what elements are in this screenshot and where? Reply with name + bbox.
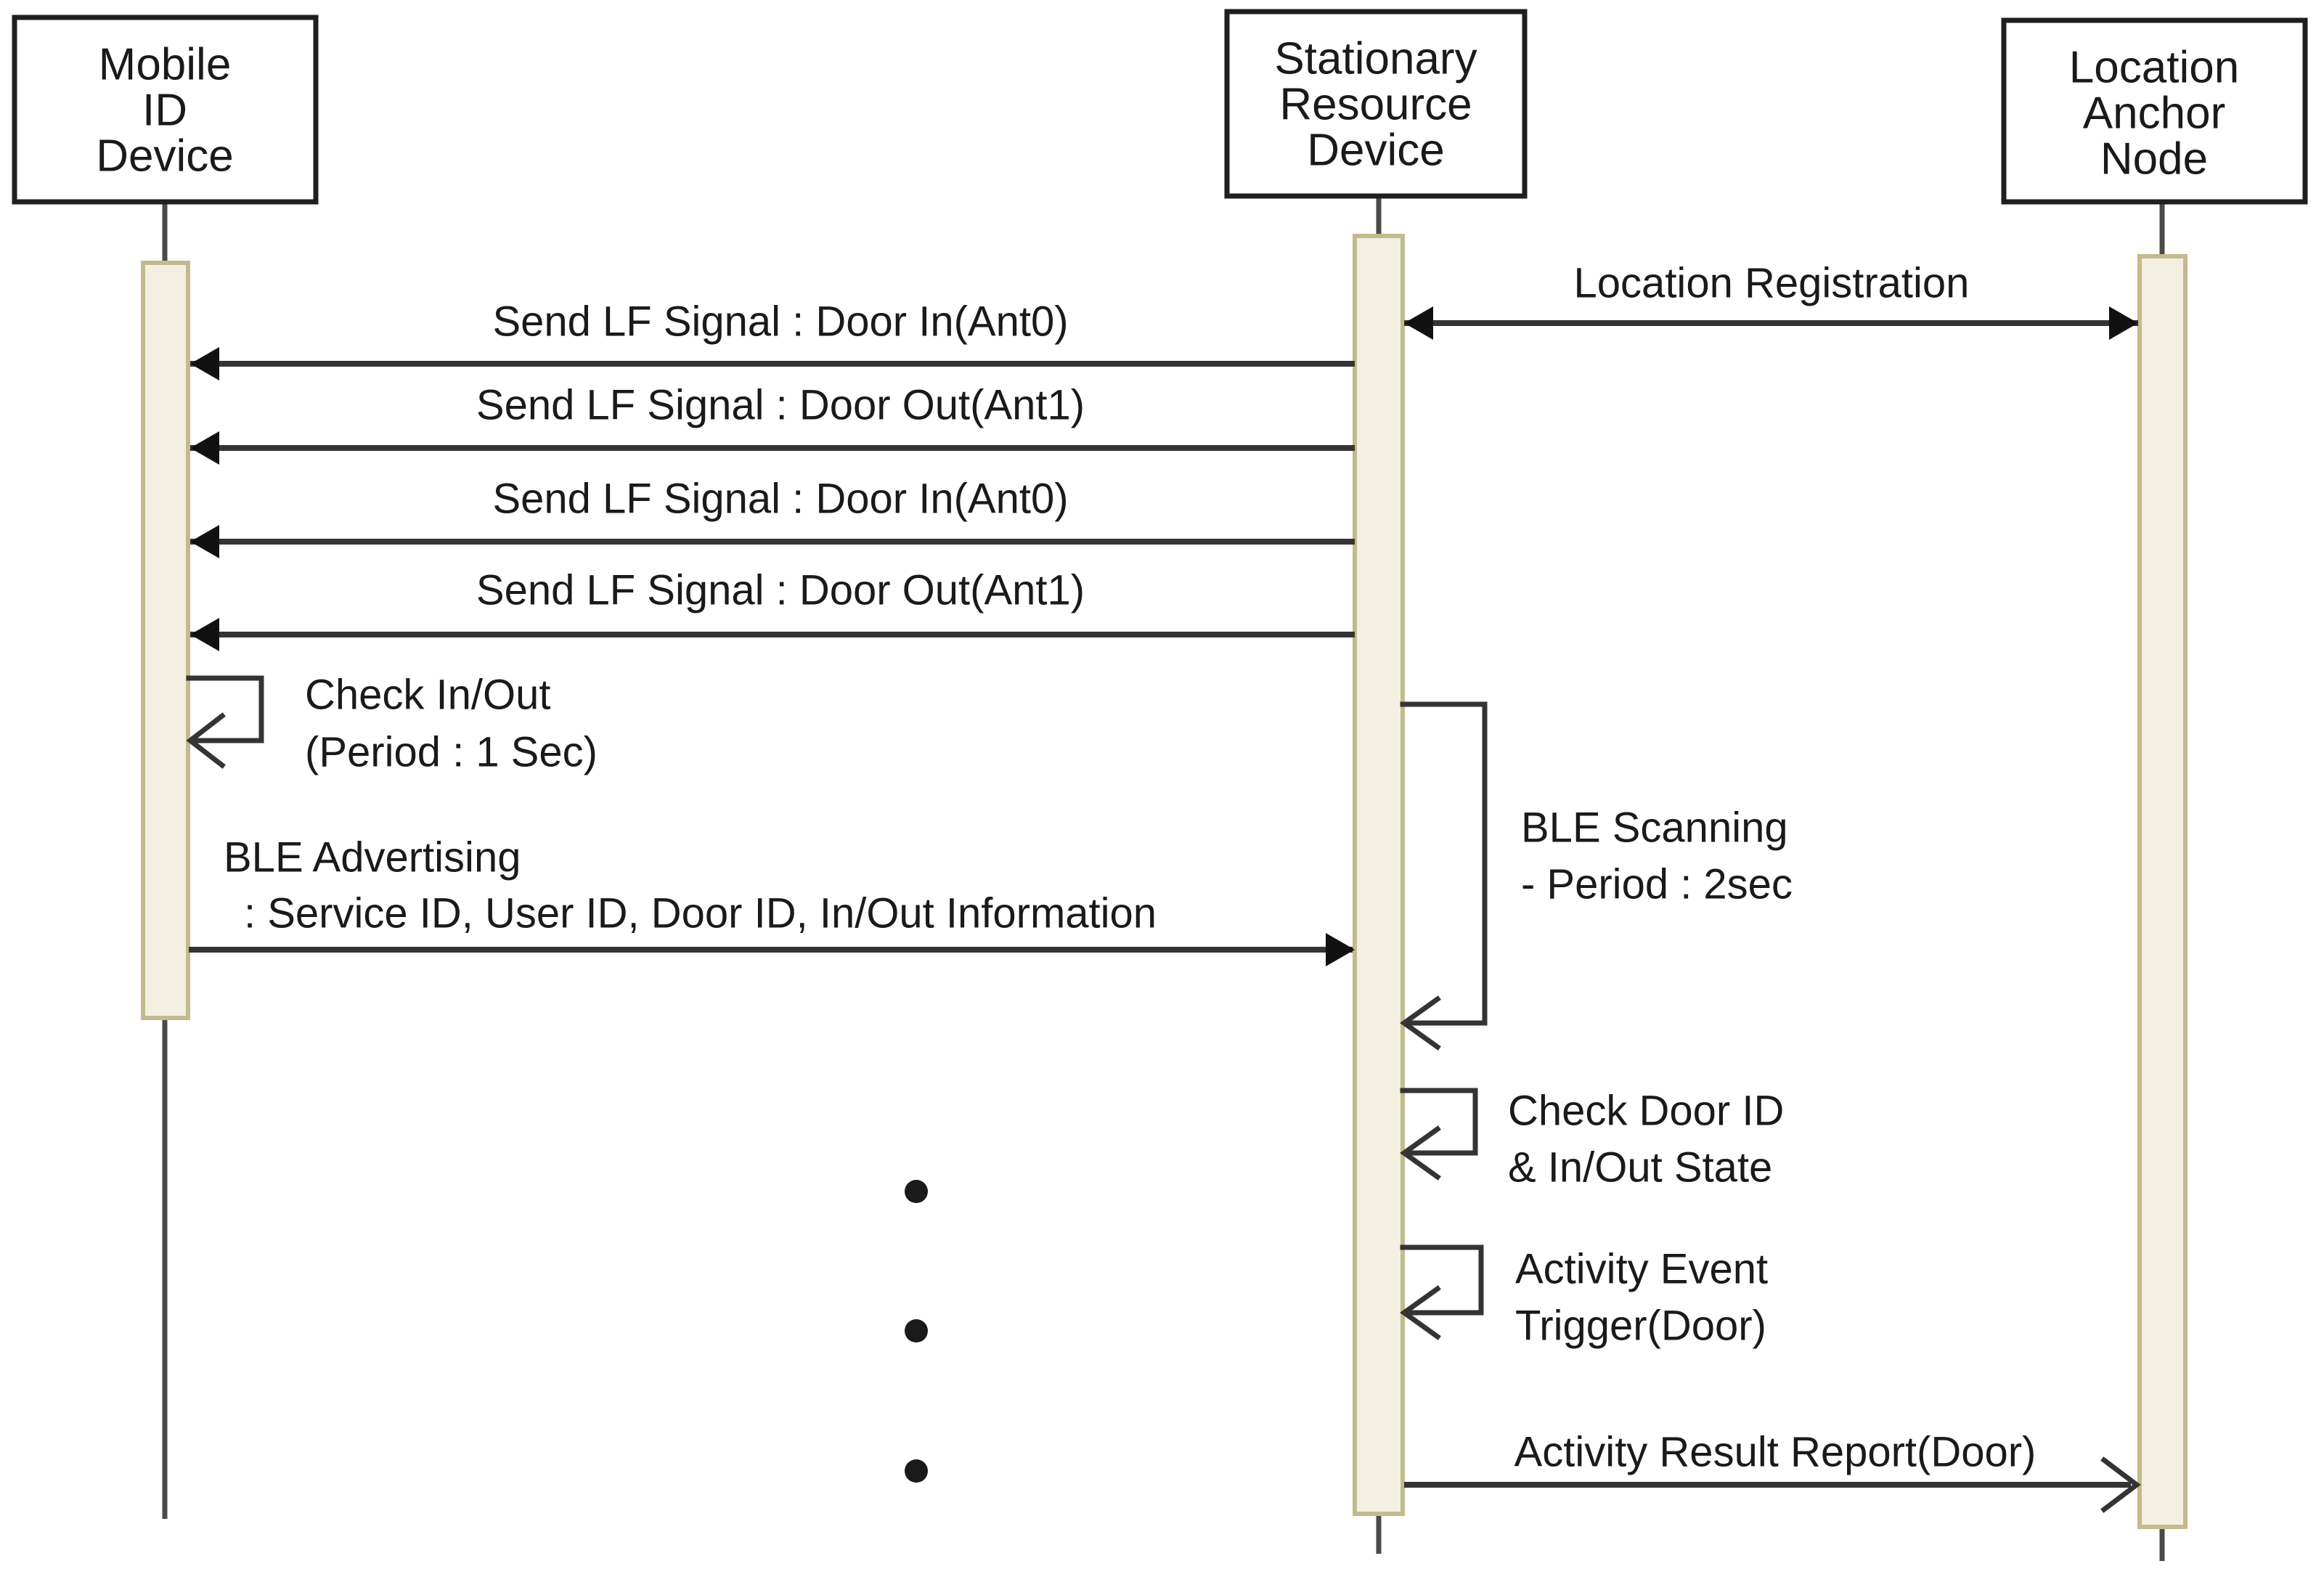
label-location-registration: Location Registration — [1574, 260, 1970, 307]
activation-stationary — [1353, 234, 1405, 1516]
message-lines — [189, 320, 2138, 1488]
actor-label-mobile-line1: Mobile — [99, 40, 232, 90]
self-loop-check-in-out — [186, 675, 264, 743]
arrowhead-lf-4-left — [190, 618, 219, 651]
arrowhead-activity-trigger — [1399, 1285, 1441, 1340]
label-ble-scanning-line2: - Period : 2sec — [1521, 861, 1793, 908]
actor-label-location-line2: Anchor — [2083, 89, 2225, 139]
actor-label-stationary-line2: Resource — [1279, 80, 1472, 130]
ellipsis-dots — [905, 1180, 928, 1483]
label-activity-trigger-line1: Activity Event — [1515, 1246, 1768, 1293]
arrowhead-location-registration-left — [1404, 306, 1433, 340]
arrowhead-check-door — [1399, 1125, 1441, 1181]
label-activity-result: Activity Result Report(Door) — [1514, 1429, 2036, 1476]
actor-label-location-line3: Node — [2100, 134, 2208, 184]
label-activity-trigger-line2: Trigger(Door) — [1515, 1303, 1766, 1350]
label-lf-3: Send LF Signal : Door In(Ant0) — [492, 476, 1068, 523]
arrowhead-lf-2-left — [190, 431, 219, 465]
arrowhead-lf-3-left — [190, 525, 219, 558]
self-loop-check-door — [1400, 1088, 1478, 1156]
arrowhead-ble-advertising-right — [1326, 933, 1355, 966]
label-lf-4: Send LF Signal : Door Out(Ant1) — [476, 567, 1085, 614]
arrowhead-check-in-out — [186, 712, 226, 769]
activation-mobile — [141, 261, 190, 1020]
actor-label-stationary-line1: Stationary — [1274, 34, 1477, 84]
self-loop-activity-trigger — [1400, 1244, 1484, 1316]
ellipsis-dot-1 — [905, 1180, 928, 1203]
label-check-door-line1: Check Door ID — [1508, 1088, 1784, 1135]
label-ble-advertising-line2: : Service ID, User ID, Door ID, In/Out I… — [244, 890, 1157, 937]
label-lf-2: Send LF Signal : Door Out(Ant1) — [476, 382, 1085, 429]
label-lf-1: Send LF Signal : Door In(Ant0) — [492, 298, 1068, 346]
self-loop-ble-scanning — [1400, 701, 1488, 1026]
arrowheads — [190, 306, 2138, 966]
label-check-in-out-line1: Check In/Out — [305, 672, 550, 719]
arrowhead-ble-scanning — [1399, 995, 1441, 1051]
label-check-door-line2: & In/Out State — [1508, 1144, 1772, 1191]
arrowhead-location-registration-right — [2109, 306, 2138, 340]
actor-label-stationary-line3: Device — [1307, 126, 1445, 176]
actor-boxes — [12, 9, 2308, 205]
arrowhead-activity-result — [2100, 1456, 2141, 1513]
actor-box-stationary-resource-device — [1224, 9, 1528, 199]
actor-box-location-anchor-node — [2001, 17, 2308, 205]
actor-label-mobile-line3: Device — [96, 131, 234, 182]
actor-box-mobile-id-device — [12, 15, 319, 205]
ellipsis-dot-2 — [905, 1319, 928, 1342]
label-ble-advertising-line1: BLE Advertising — [224, 834, 521, 881]
actor-label-mobile-line2: ID — [142, 86, 187, 136]
activation-bars — [141, 234, 2188, 1529]
actor-label-location-line1: Location — [2069, 43, 2239, 93]
arrowhead-lf-1-left — [190, 347, 219, 380]
label-check-in-out-line2: (Period : 1 Sec) — [305, 729, 598, 776]
label-ble-scanning-line1: BLE Scanning — [1521, 804, 1788, 852]
lifelines — [162, 195, 2165, 1561]
self-message-loops — [186, 675, 2141, 1513]
ellipsis-dot-3 — [905, 1459, 928, 1483]
labels: Mobile ID Device Stationary Resource Dev… — [96, 34, 2239, 1476]
activation-location — [2137, 254, 2188, 1529]
